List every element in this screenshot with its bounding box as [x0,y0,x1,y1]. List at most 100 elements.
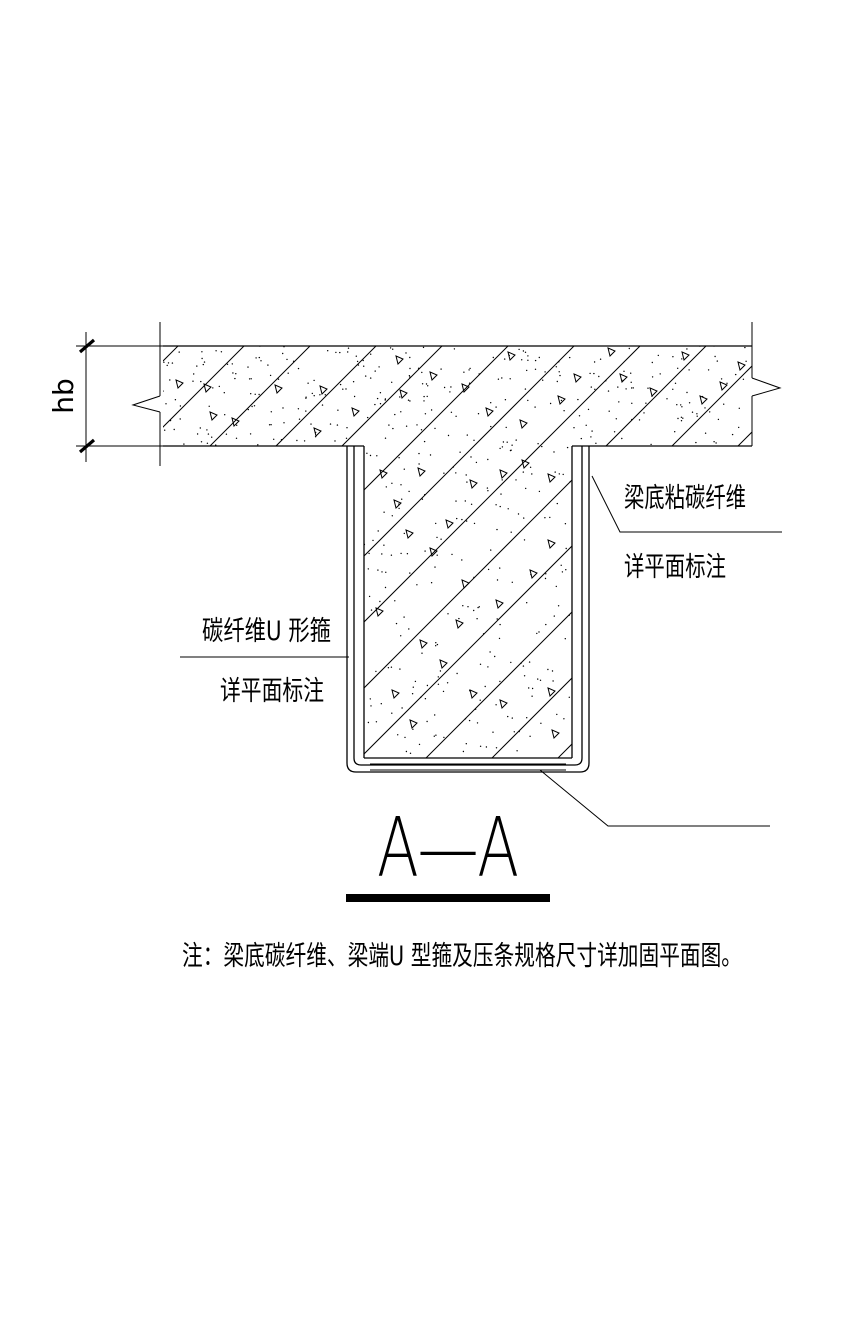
aggregate-dot [450,411,453,413]
aggregate-dot [255,357,257,359]
aggregate-triangle [469,689,478,699]
aggregate-dot [558,371,560,373]
aggregate-dot [347,347,350,349]
aggregate-dot [534,368,537,370]
aggregate-dot [674,431,676,433]
aggregate-dot [468,719,471,722]
aggregate-dot [465,474,467,476]
aggregate-dot [164,429,166,431]
aggregate-dot [313,395,315,397]
aggregate-dot [470,456,472,458]
aggregate-dot [495,747,498,749]
aggregate-dot [645,402,647,404]
aggregate-dot [449,391,451,393]
aggregate-dot [461,559,463,561]
aggregate-dot [259,346,261,347]
aggregate-dot [163,390,164,392]
aggregate-dot [268,424,271,426]
aggregate-dot [691,411,694,413]
aggregate-dot [531,473,533,475]
aggregate-dot [442,690,445,693]
aggregate-triangle [681,351,690,361]
aggregate-dot [473,522,476,525]
aggregate-dot [408,490,410,493]
aggregate-dot [165,403,167,405]
aggregate-dot [544,371,546,373]
aggregate-dot [179,418,181,420]
aggregate-dot [623,370,625,372]
aggregate-dot [524,351,527,353]
aggregate-dot [215,444,217,446]
aggregate-dot [521,359,523,361]
beam-bottom-label-1: 梁底粘碳纤维 [624,483,746,514]
aggregate-dot [390,554,393,556]
aggregate-dot [383,544,385,546]
aggregate-dot [201,357,203,360]
aggregate-dot [704,407,706,409]
aggregate-dot [540,722,542,724]
aggregate-dot [555,366,557,368]
aggregate-dot [495,704,497,706]
aggregate-dot [496,618,498,620]
aggregate-dot [569,356,571,359]
u-hoop-label-2: 详平面标注 [220,676,324,707]
aggregate-triangle [231,417,240,427]
aggregate-dot [672,356,674,358]
aggregate-dot [411,693,414,695]
aggregate-dot [426,720,428,723]
aggregate-dot [709,411,711,413]
aggregate-dot [714,355,716,358]
aggregate-dot [397,734,399,736]
aggregate-triangle [393,499,402,509]
aggregate-dot [416,424,418,426]
aggregate-dot [489,651,491,653]
aggregate-dot [537,443,539,445]
aggregate-dot [593,361,596,363]
aggregate-triangle [417,467,426,477]
aggregate-dot [408,628,410,630]
aggregate-dot [492,356,494,359]
aggregate-dot [311,392,313,395]
aggregate-dot [370,609,373,611]
aggregate-dot [421,371,423,374]
aggregate-dot [409,367,411,370]
aggregate-dot [443,736,445,739]
aggregate-dot [424,413,427,415]
aggregate-dot [463,371,465,373]
aggregate-dot [598,375,600,378]
aggregate-dot [545,573,547,575]
aggregate-dot [327,350,329,352]
aggregate-dot [193,373,195,375]
aggregate-dot [470,503,473,505]
aggregate-triangle [649,387,658,397]
aggregate-dot [412,686,414,688]
aggregate-dot [509,378,511,380]
leader-beam-bottom [591,475,782,533]
aggregate-dot [538,490,541,493]
aggregate-dot [511,581,513,583]
aggregate-dot [223,392,225,394]
aggregate-dot [424,494,426,496]
aggregate-dot [699,346,701,347]
aggregate-dot [334,440,336,442]
aggregate-triangle [439,659,448,669]
aggregate-dot [409,376,411,378]
aggregate-triangle [551,729,560,739]
aggregate-dot [556,713,558,716]
aggregate-dot [613,431,616,433]
aggregate-triangle [319,385,328,395]
aggregate-dot [374,403,376,406]
aggregate-dot [495,406,497,408]
aggregate-dot [403,532,405,535]
aggregate-triangle [485,407,494,417]
aggregate-dot [502,441,505,443]
aggregate-dot [538,631,540,633]
aggregate-dot [518,348,520,351]
aggregate-dot [456,672,458,675]
aggregate-dot [400,635,402,637]
left-break-line [131,322,161,466]
aggregate-dot [720,378,723,380]
aggregate-dot [258,393,260,396]
aggregate-dot [203,361,206,363]
